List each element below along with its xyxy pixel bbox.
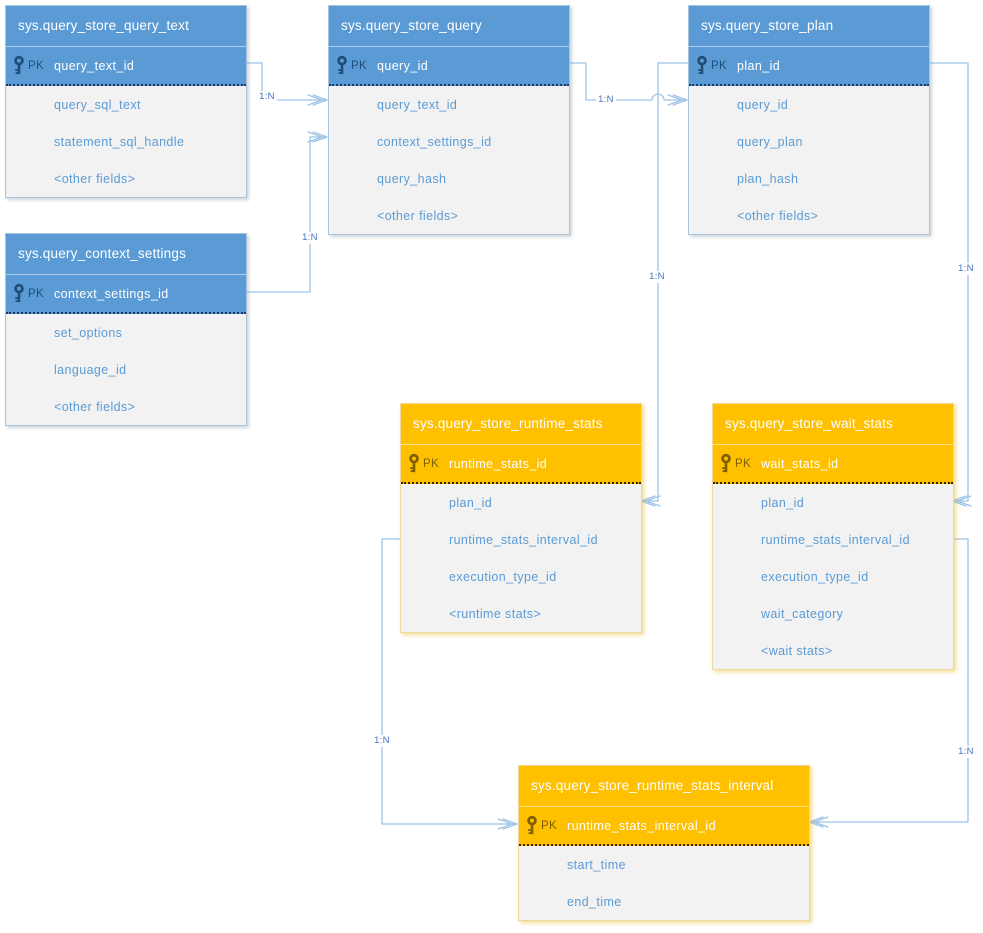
relationship-label-interval-waitstats: 1:N [956,746,976,758]
entity-title: sys.query_store_query_text [6,6,246,46]
field-row: query_sql_text [54,97,141,112]
field-row: query_text_id [377,97,458,112]
field-row: query_id [737,97,789,112]
field-row: set_options [54,325,123,340]
pk-label: PK [711,59,727,72]
pk-label: PK [423,457,439,470]
entity-title: sys.query_context_settings [6,234,246,274]
pk-field-name: runtime_stats_interval_id [567,818,716,833]
relationship-label-interval-runtimestats: 1:N [372,735,392,747]
field-row: plan_id [761,495,805,510]
pk-label: PK [351,59,367,72]
field-row: execution_type_id [761,569,869,584]
field-row: start_time [567,857,626,872]
primary-key-icon [14,55,24,75]
entity-title: sys.query_store_plan [689,6,929,46]
primary-key-icon [409,453,419,473]
field-row: runtime_stats_interval_id [449,532,598,547]
field-row: execution_type_id [449,569,557,584]
connector-runtimestats-to-interval [381,538,518,830]
primary-key-row: PK query_text_id [6,46,246,86]
relationship-label-plan-waitstats: 1:N [956,263,976,275]
field-row: query_plan [737,134,803,149]
pk-field-name: plan_id [737,58,781,73]
field-row: wait_category [761,606,844,621]
entity-title: sys.query_store_runtime_stats [401,404,641,444]
relationship-label-query-plan: 1:N [596,94,616,106]
field-row: plan_hash [737,171,799,186]
primary-key-row: PK query_id [329,46,569,86]
entity-title: sys.query_store_runtime_stats_interval [519,766,809,806]
primary-key-icon [697,55,707,75]
relationship-label-contextsettings-query: 1:N [300,232,320,244]
field-row: <other fields> [737,208,819,223]
field-row: language_id [54,362,127,377]
field-row: <runtime stats> [449,606,542,621]
pk-field-name: runtime_stats_id [449,456,548,471]
field-row: <other fields> [54,171,136,186]
entity-title: sys.query_store_query [329,6,569,46]
primary-key-row: PK plan_id [689,46,929,86]
primary-key-row: PK runtime_stats_interval_id [519,806,809,846]
field-row: plan_id [449,495,493,510]
primary-key-icon [14,283,24,303]
pk-label: PK [735,457,751,470]
primary-key-row: PK wait_stats_id [713,444,953,484]
connector-querytext-to-query [244,62,328,106]
relationship-label-plan-runtimestats: 1:N [647,271,667,283]
primary-key-icon [337,55,347,75]
field-row: <other fields> [54,399,136,414]
pk-label: PK [28,287,44,300]
pk-label: PK [28,59,44,72]
pk-label: PK [541,819,557,832]
connector-query-to-plan [567,62,688,106]
field-row: <wait stats> [761,643,833,658]
connector-plan-to-runtimestats [640,62,689,507]
field-row: statement_sql_handle [54,134,185,149]
field-row: runtime_stats_interval_id [761,532,910,547]
primary-key-icon [527,815,537,835]
primary-key-row: PK context_settings_id [6,274,246,314]
field-row: end_time [567,894,622,909]
field-row: <other fields> [377,208,459,223]
field-row: query_hash [377,171,447,186]
pk-field-name: query_text_id [54,58,135,73]
connector-contextsettings-to-query [244,131,328,293]
pk-field-name: query_id [377,58,429,73]
entity-title: sys.query_store_wait_stats [713,404,953,444]
primary-key-icon [721,453,731,473]
primary-key-row: PK runtime_stats_id [401,444,641,484]
pk-field-name: context_settings_id [54,286,169,301]
relationship-label-querytext-query: 1:N [257,91,277,103]
pk-field-name: wait_stats_id [761,456,839,471]
field-row: context_settings_id [377,134,492,149]
